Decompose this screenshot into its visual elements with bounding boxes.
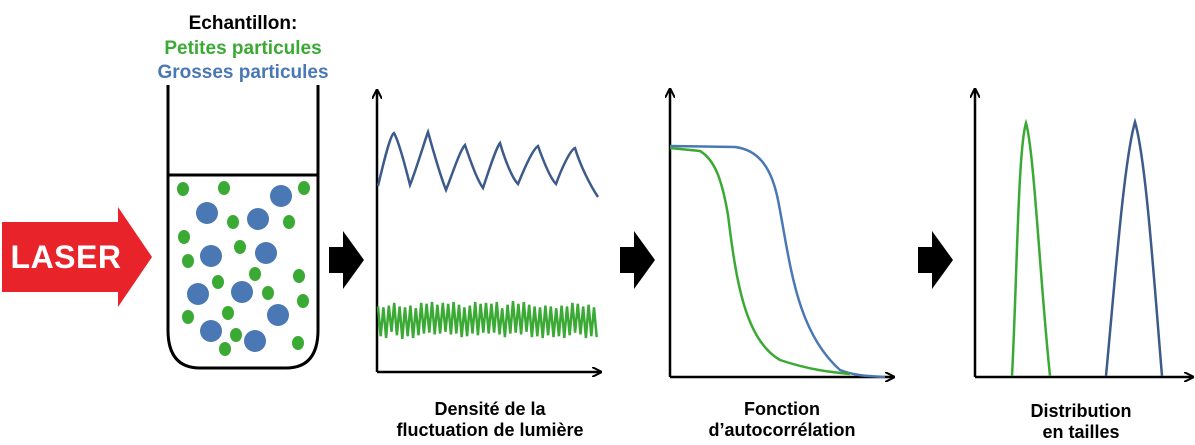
- step-arrow-2: [620, 231, 655, 289]
- fluctuation-axes: [377, 91, 600, 372]
- small-particle-fluctuation-curve: [376, 300, 598, 340]
- step-arrow-3: [918, 231, 953, 289]
- autocorrelation-axes: [670, 90, 893, 377]
- fluctuation-caption: Densité de la fluctuation de lumière: [380, 399, 600, 440]
- step-arrow-1: [329, 231, 364, 289]
- small-particles-label: Petites particules: [164, 38, 322, 59]
- fluctuation-caption-line1: Densité de la: [434, 399, 546, 419]
- distribution-axes: [975, 90, 1192, 377]
- autocorrelation-caption: Fonction d’autocorrélation: [682, 399, 882, 440]
- distribution-caption-line2: en tailles: [1042, 421, 1120, 442]
- distribution-caption-line1: Distribution: [1030, 401, 1132, 421]
- large-particles-label: Grosses particules: [157, 62, 329, 83]
- autocorrelation-caption-line1: Fonction: [744, 399, 820, 419]
- laser-arrow: [2, 207, 152, 307]
- large-particles: [187, 185, 292, 352]
- large-particle-size-peak: [1104, 117, 1164, 377]
- distribution-caption: Distribution en tailles: [1001, 401, 1161, 442]
- small-particle-autocorrelation-curve: [669, 146, 851, 376]
- cuvette: [166, 85, 320, 370]
- fluctuation-caption-line2: fluctuation de lumière: [396, 419, 584, 440]
- particles: [177, 181, 310, 356]
- autocorrelation-caption-line2: d’autocorrélation: [708, 419, 856, 440]
- small-particles: [177, 181, 310, 356]
- laser-label: LASER: [10, 239, 122, 275]
- small-particle-size-peak: [1010, 118, 1052, 377]
- large-particle-autocorrelation-curve: [669, 144, 886, 379]
- large-particle-fluctuation-curve: [376, 127, 600, 198]
- sample-title: Echantillon:: [188, 13, 298, 34]
